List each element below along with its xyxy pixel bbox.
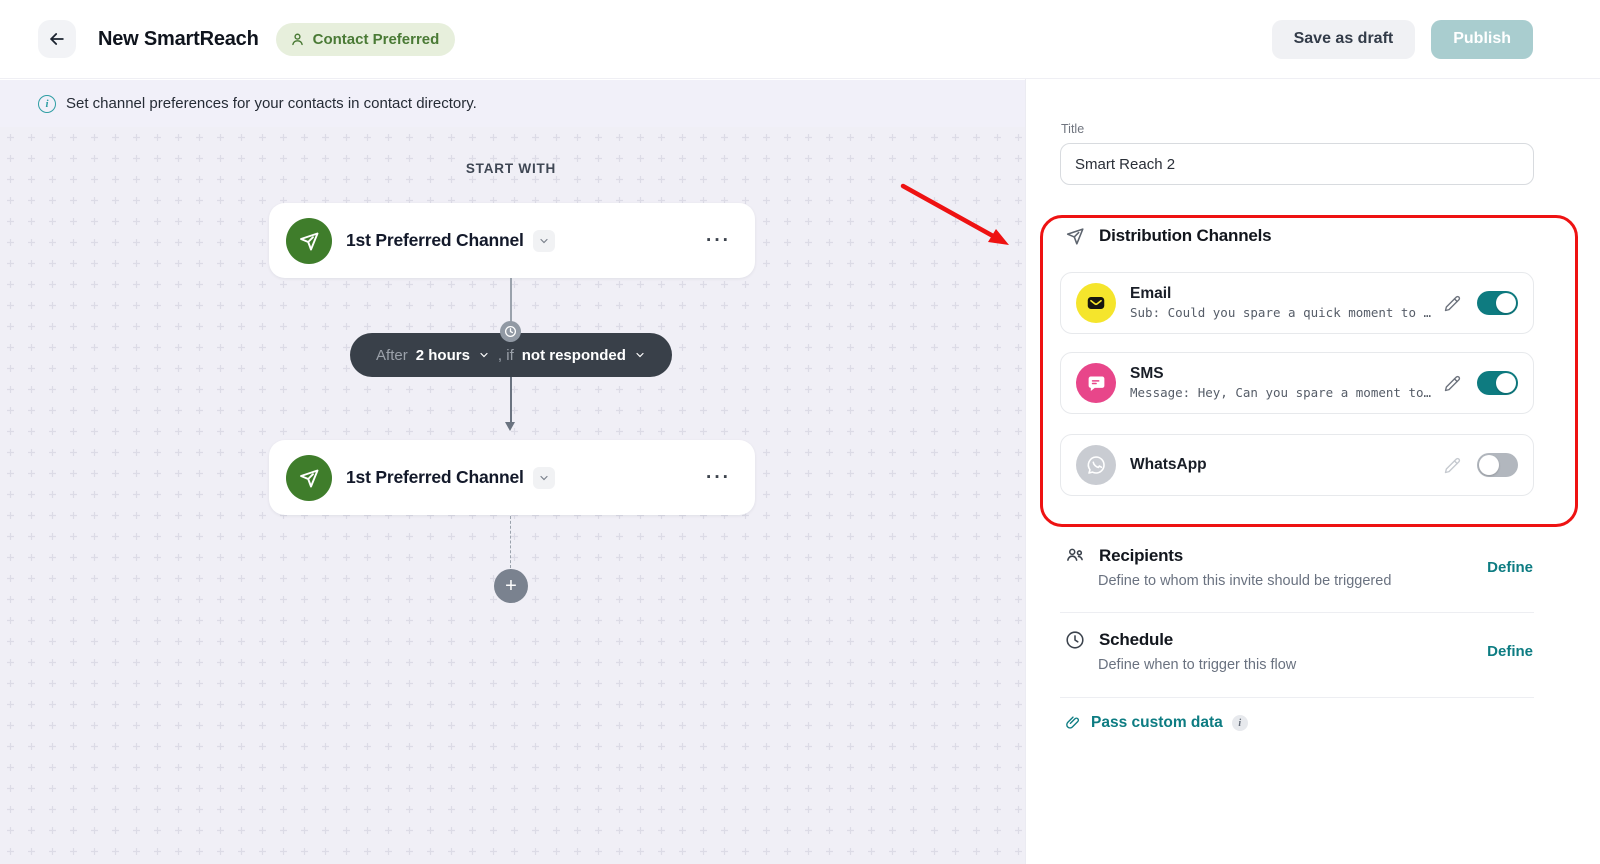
recipients-icon bbox=[1067, 548, 1083, 561]
clock-icon bbox=[1066, 631, 1084, 649]
node-channel-dropdown[interactable] bbox=[532, 229, 555, 252]
channel-name: WhatsApp bbox=[1130, 456, 1207, 473]
schedule-section: Schedule Define when to trigger this flo… bbox=[1064, 629, 1564, 673]
toggle-knob bbox=[1496, 373, 1516, 393]
node-more-menu[interactable]: ··· bbox=[706, 229, 731, 251]
recipients-title: Recipients bbox=[1099, 546, 1183, 565]
sms-toggle[interactable] bbox=[1477, 371, 1518, 395]
paperclip-icon bbox=[1066, 716, 1079, 729]
pass-custom-data-link[interactable]: Pass custom data i bbox=[1064, 714, 1248, 732]
add-step-button[interactable]: + bbox=[494, 569, 528, 603]
send-icon bbox=[1066, 228, 1084, 245]
publish-button[interactable]: Publish bbox=[1431, 19, 1533, 59]
whatsapp-toggle[interactable] bbox=[1477, 453, 1518, 477]
channel-name: SMS bbox=[1130, 365, 1164, 382]
recipients-section: Recipients Define to whom this invite sh… bbox=[1064, 545, 1564, 589]
recipients-subtitle: Define to whom this invite should be tri… bbox=[1098, 573, 1392, 589]
connector-arrowhead bbox=[505, 422, 515, 431]
pass-custom-data-label: Pass custom data bbox=[1091, 714, 1223, 731]
node-label: 1st Preferred Channel bbox=[346, 467, 524, 487]
chevron-down-icon[interactable] bbox=[478, 349, 490, 361]
chevron-down-icon bbox=[540, 475, 548, 480]
info-icon: i bbox=[38, 94, 56, 113]
channel-name: Email bbox=[1130, 285, 1172, 302]
schedule-title: Schedule bbox=[1099, 630, 1173, 649]
schedule-subtitle: Define when to trigger this flow bbox=[1098, 657, 1297, 673]
edit-email-button[interactable] bbox=[1442, 293, 1463, 314]
distribution-channels-title: Distribution Channels bbox=[1099, 226, 1272, 245]
node-label: 1st Preferred Channel bbox=[346, 230, 524, 250]
status-badge: Contact Preferred bbox=[275, 22, 456, 56]
flow-node-first-channel-2[interactable]: 1st Preferred Channel ··· bbox=[269, 440, 755, 515]
delay-prefix: After bbox=[376, 346, 408, 364]
settings-panel: Title Distribution Channels Email Sub: C… bbox=[1025, 79, 1600, 864]
arrow-left-icon bbox=[50, 33, 64, 45]
page-title: New SmartReach bbox=[98, 27, 259, 50]
back-button[interactable] bbox=[38, 20, 76, 58]
toggle-knob bbox=[1479, 455, 1499, 475]
channel-card-sms: SMS Message: Hey, Can you spare a moment… bbox=[1060, 352, 1534, 414]
info-banner: i Set channel preferences for your conta… bbox=[0, 80, 1025, 127]
app-header: New SmartReach Contact Preferred Save as… bbox=[0, 0, 1600, 79]
delay-connector: , if bbox=[497, 346, 514, 364]
toggle-knob bbox=[1496, 293, 1516, 313]
delay-duration-dropdown[interactable]: 2 hours bbox=[415, 346, 470, 364]
node-more-menu[interactable]: ··· bbox=[706, 466, 731, 488]
chevron-down-icon bbox=[540, 238, 548, 243]
channel-card-whatsapp: WhatsApp bbox=[1060, 434, 1534, 496]
save-as-draft-button[interactable]: Save as draft bbox=[1271, 19, 1416, 59]
edit-sms-button[interactable] bbox=[1442, 373, 1463, 394]
info-icon: i bbox=[1231, 715, 1248, 731]
chevron-down-icon[interactable] bbox=[634, 349, 646, 361]
email-icon bbox=[1076, 283, 1116, 323]
channel-text: WhatsApp bbox=[1130, 455, 1207, 475]
channel-card-email: Email Sub: Could you spare a quick momen… bbox=[1060, 272, 1534, 334]
connector-line bbox=[510, 377, 512, 423]
channel-preview: Message: Hey, Can you spare a moment to… bbox=[1130, 385, 1432, 400]
connector-line bbox=[510, 278, 512, 334]
recipients-define-link[interactable]: Define bbox=[1487, 559, 1533, 576]
connector-dashed-line bbox=[510, 516, 511, 568]
schedule-define-link[interactable]: Define bbox=[1487, 643, 1533, 660]
send-icon bbox=[286, 454, 332, 501]
delay-condition-dropdown[interactable]: not responded bbox=[521, 346, 626, 364]
channel-text: Email Sub: Could you spare a quick momen… bbox=[1130, 284, 1431, 322]
pencil-icon bbox=[1444, 457, 1461, 473]
channel-preview: Sub: Could you spare a quick moment to … bbox=[1130, 305, 1432, 320]
start-with-label: START WITH bbox=[465, 161, 557, 176]
pencil-icon bbox=[1444, 375, 1461, 391]
person-icon bbox=[291, 33, 303, 45]
distribution-channels-header: Distribution Channels bbox=[1064, 225, 1272, 247]
email-toggle[interactable] bbox=[1477, 291, 1518, 315]
send-icon bbox=[286, 217, 332, 264]
pencil-icon bbox=[1444, 295, 1461, 311]
sms-icon bbox=[1076, 363, 1116, 403]
delay-clock-icon bbox=[500, 321, 521, 342]
channel-text: SMS Message: Hey, Can you spare a moment… bbox=[1130, 364, 1431, 402]
info-banner-text: Set channel preferences for your contact… bbox=[66, 95, 477, 112]
edit-whatsapp-button[interactable] bbox=[1442, 455, 1463, 476]
node-channel-dropdown[interactable] bbox=[532, 466, 555, 489]
flow-canvas: START WITH 1st Preferred Channel ··· Aft… bbox=[0, 127, 1025, 864]
flow-node-first-channel-1[interactable]: 1st Preferred Channel ··· bbox=[269, 203, 755, 278]
title-field-label: Title bbox=[1061, 122, 1085, 136]
title-input[interactable] bbox=[1060, 143, 1534, 185]
divider bbox=[1060, 697, 1534, 698]
status-badge-label: Contact Preferred bbox=[312, 30, 440, 48]
whatsapp-icon bbox=[1076, 445, 1116, 485]
divider bbox=[1060, 612, 1534, 613]
